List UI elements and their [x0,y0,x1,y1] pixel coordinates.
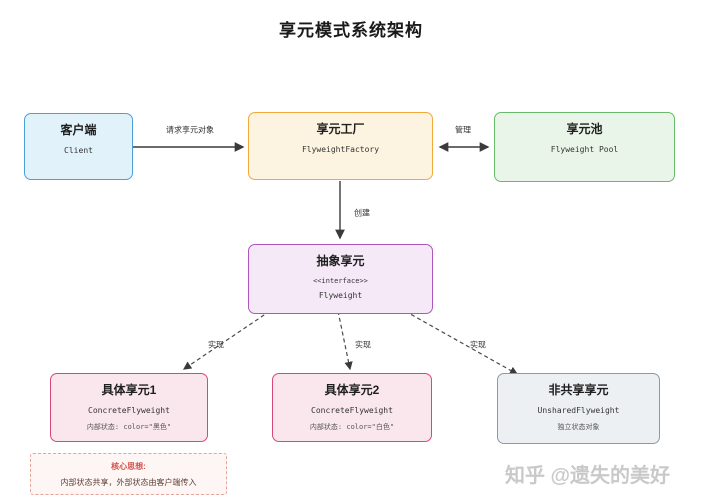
node-abstract-subtitle: Flyweight [318,291,363,300]
node-abstract-flyweight: 抽象享元 <<interface>> Flyweight [248,244,433,314]
node-concrete2-subtitle: ConcreteFlyweight [311,406,393,415]
node-client: 客户端 Client [24,113,133,180]
note-body: 内部状态共享，外部状态由客户端传入 [60,477,197,487]
node-unshared-state: 独立状态对象 [557,423,600,431]
node-client-title: 客户端 [60,123,97,137]
node-pool-title: 享元池 [566,122,603,136]
node-unshared-subtitle: UnsharedFlyweight [537,406,620,415]
edge-label-request: 请求享元对象 [166,125,214,135]
note-title: 核心思想: [111,461,146,471]
node-pool-subtitle: Flyweight Pool [550,145,619,154]
edge-label-realize-1: 实现 [208,340,224,350]
node-pool: 享元池 Flyweight Pool [494,112,675,182]
zhihu-watermark: 知乎 @遗失的美好 [505,465,671,487]
edge-label-create: 创建 [354,208,370,218]
node-concrete1-title: 具体享元1 [101,383,157,397]
node-concrete1-subtitle: ConcreteFlyweight [88,406,170,415]
node-factory: 享元工厂 FlyweightFactory [248,112,433,180]
node-concrete-flyweight-2: 具体享元2 ConcreteFlyweight 内部状态: color="白色" [272,373,432,442]
node-factory-subtitle: FlyweightFactory [301,145,380,154]
node-abstract-title: 抽象享元 [316,254,365,268]
arrow-abstract-to-concrete1 [182,310,271,370]
node-abstract-stereotype: <<interface>> [313,277,368,285]
arrow-abstract-to-unshared [404,310,519,375]
node-client-subtitle: Client [64,146,93,155]
node-concrete-flyweight-1: 具体享元1 ConcreteFlyweight 内部状态: color="黑色" [50,373,208,442]
edge-label-manage: 管理 [455,125,471,135]
node-concrete1-state: 内部状态: color="黑色" [86,423,172,431]
page-title: 享元模式系统架构 [279,21,423,40]
core-idea-note: 核心思想: 内部状态共享，外部状态由客户端传入 [30,453,227,495]
node-factory-title: 享元工厂 [316,122,365,136]
node-unshared-flyweight: 非共享享元 UnsharedFlyweight 独立状态对象 [497,373,660,444]
node-concrete2-state: 内部状态: color="白色" [309,423,395,431]
node-unshared-title: 非共享享元 [548,383,609,397]
edge-label-realize-3: 实现 [470,340,486,350]
arrow-abstract-to-concrete2 [337,310,353,371]
edge-label-realize-2: 实现 [355,340,371,350]
node-concrete2-title: 具体享元2 [324,383,380,397]
